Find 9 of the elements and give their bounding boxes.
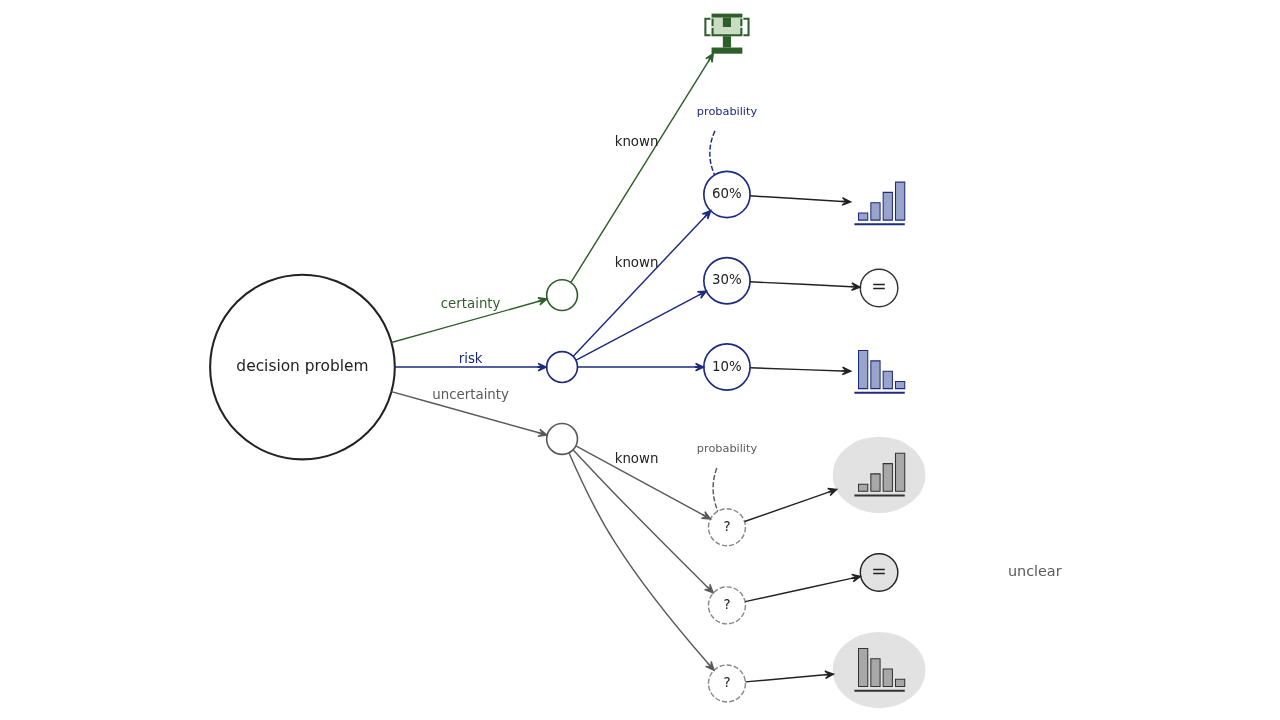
edge-label: known xyxy=(614,254,659,270)
edge-label: risk xyxy=(458,350,483,366)
node-text: probability xyxy=(696,441,758,455)
edge-label: certainty xyxy=(440,295,501,311)
node-text: probability xyxy=(696,104,758,118)
edge-label: known xyxy=(614,133,659,149)
label: unclear xyxy=(1007,562,1062,579)
edge-label: uncertainty xyxy=(432,386,509,402)
edge-label: known xyxy=(614,450,659,466)
